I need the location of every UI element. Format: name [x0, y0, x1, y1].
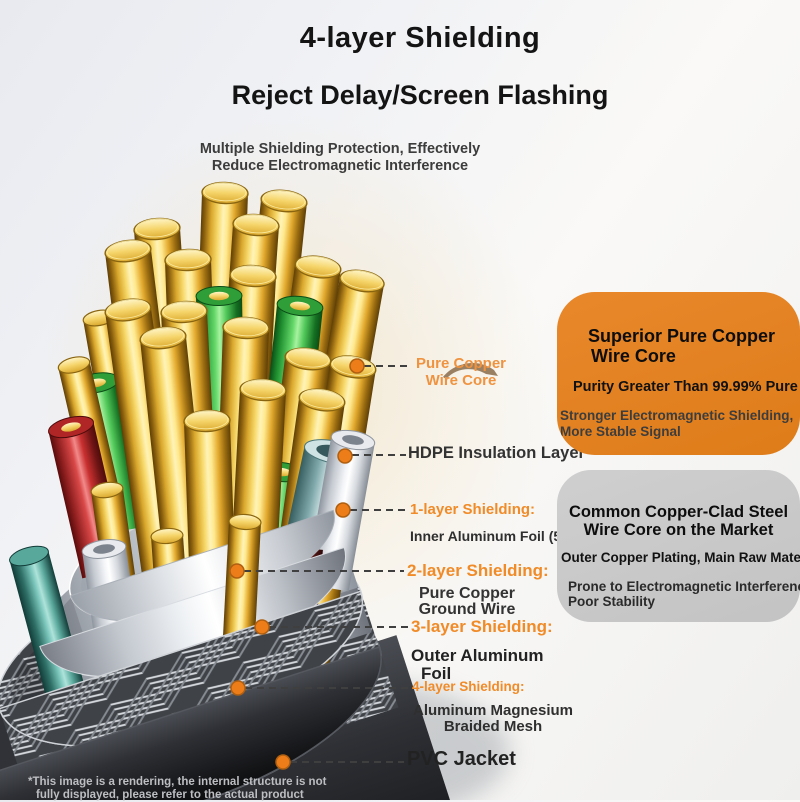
jacket-front-lip: [0, 646, 382, 800]
shielding-description-line1: Multiple Shielding Protection, Effective…: [199, 141, 481, 157]
label-layer4-shielding: 4-layer Shielding:: [412, 679, 525, 694]
page-subtitle: Reject Delay/Screen Flashing: [231, 80, 609, 110]
label-braided-mesh: Aluminum Magnesium Braided Mesh: [412, 702, 573, 735]
superior-copper-callout-box: Superior Pure Copper Wire Core Purity Gr…: [557, 292, 800, 455]
label-hdpe-insulation: HDPE Insulation Layer: [408, 444, 585, 462]
shielding-description: Multiple Shielding Protection, Effective…: [180, 141, 500, 175]
common-box-point1: Outer Copper Plating, Main Raw Material: [561, 549, 800, 565]
superior-box-heading: Superior Pure Copper Wire Core: [588, 326, 776, 367]
label-pure-copper-wire-core: Pure Copper Wire Core: [415, 355, 506, 389]
label-layer2-shielding: 2-layer Shielding:: [407, 561, 549, 580]
superior-box-point1: Purity Greater Than 99.99% Pure Copper: [573, 379, 800, 396]
common-copper-clad-callout-box: Common Copper-Clad Steel Wire Core on th…: [557, 470, 800, 622]
label-layer1-shielding: 1-layer Shielding:: [410, 501, 536, 518]
label-layer3-shielding: 3-layer Shielding:: [411, 617, 553, 636]
label-outer-aluminum-foil: Outer Aluminum Foil: [411, 646, 544, 683]
label-copper-ground-wire: Pure Copper Ground Wire: [418, 585, 516, 618]
shielding-description-line2: Reduce Electromagnetic Interference: [211, 158, 469, 175]
callout-lines: [244, 365, 409, 763]
label-pvc-jacket: PVC Jacket: [407, 748, 516, 770]
sketch-arrow: [443, 362, 498, 379]
page-title: 4-layer Shielding: [299, 22, 541, 54]
superior-box-point2: Stronger Electromagnetic Shielding, More…: [560, 408, 794, 439]
common-box-point2: Prone to Electromagnetic Interference, P…: [568, 578, 800, 610]
callout-dots: [229, 358, 365, 770]
label-inner-aluminum-foil: Inner Aluminum Foil (5P): [410, 528, 576, 544]
rendering-disclaimer: *This image is a rendering, the internal…: [28, 776, 327, 802]
common-box-heading: Common Copper-Clad Steel Wire Core on th…: [568, 503, 789, 540]
